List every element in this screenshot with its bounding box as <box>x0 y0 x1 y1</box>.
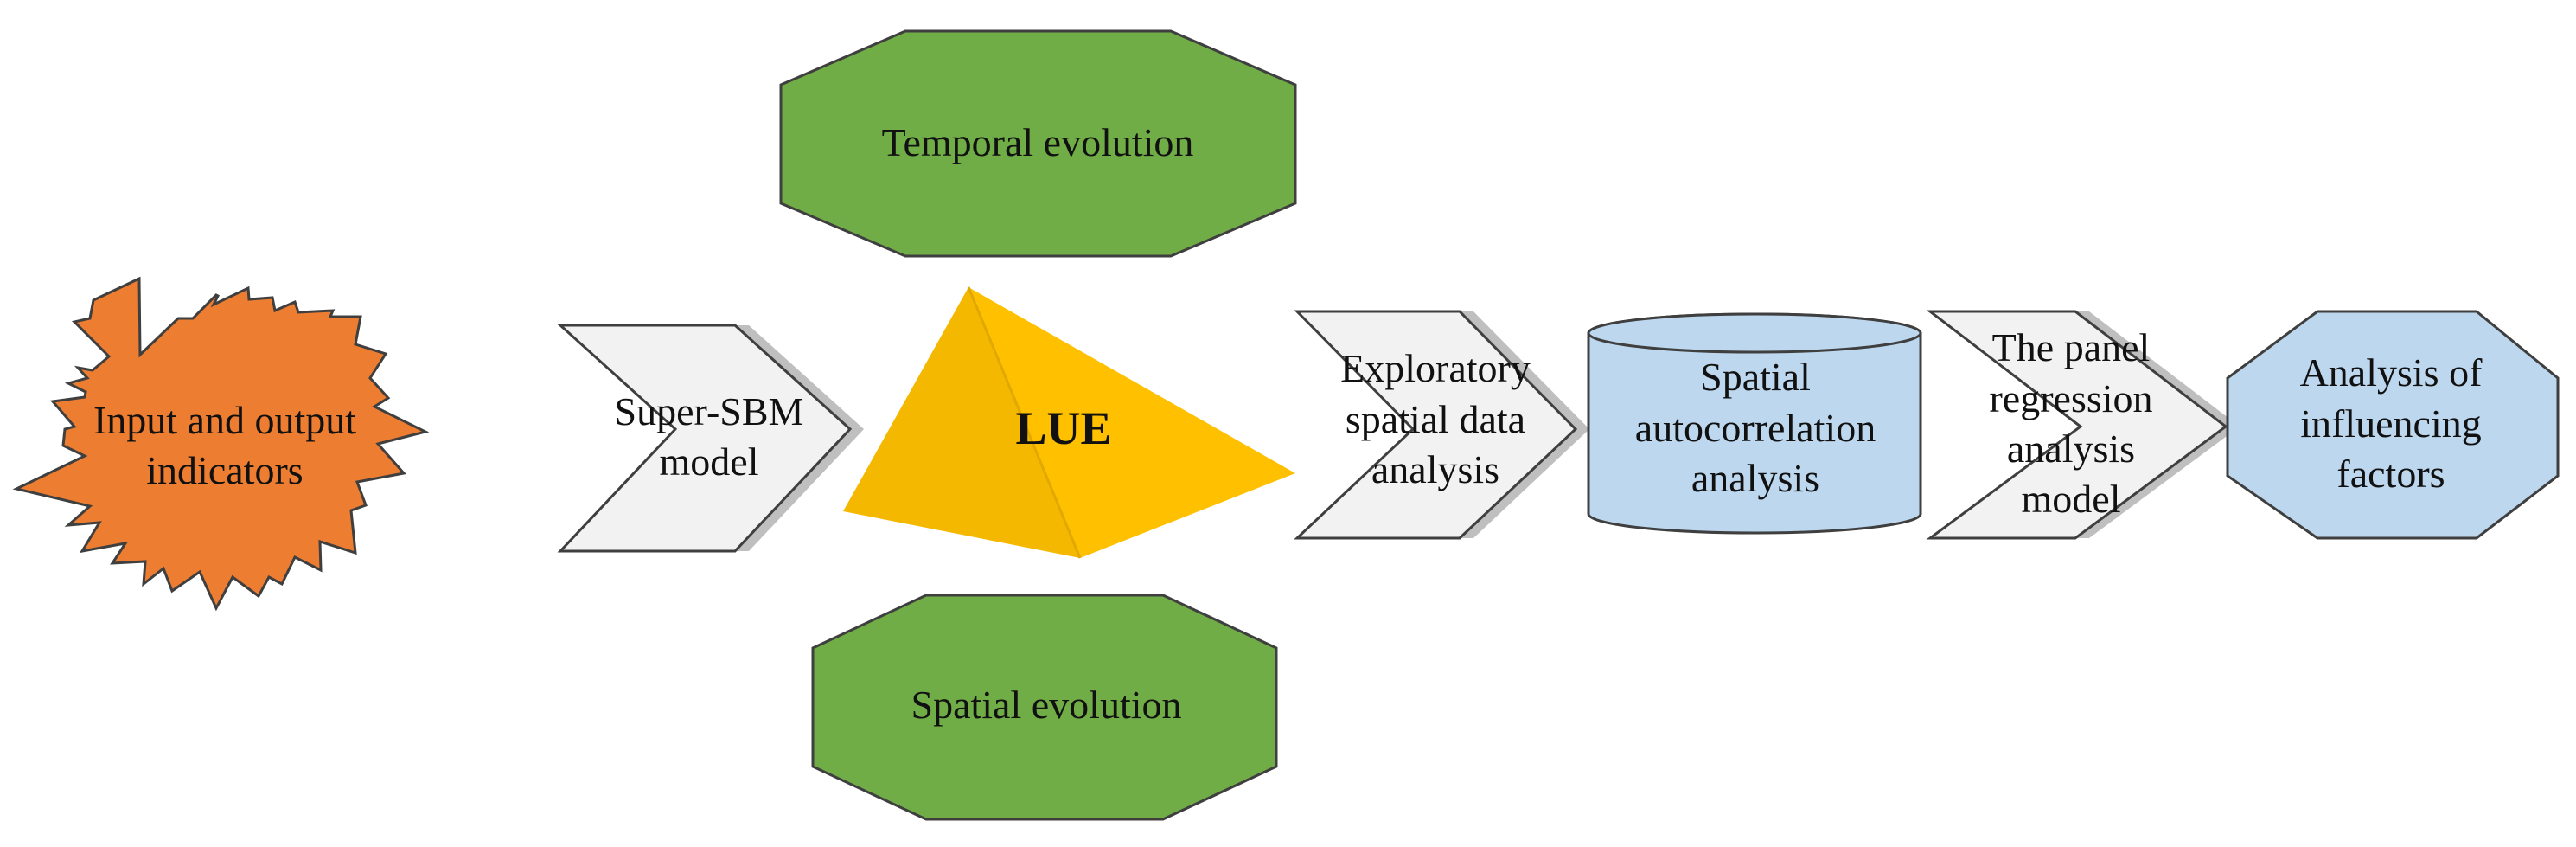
panel-regression-chevron <box>1926 310 2228 540</box>
lue-pyramid-right-face <box>968 287 1295 558</box>
temporal-evolution-octagon <box>779 29 1297 258</box>
spatial-evolution-octagon <box>811 594 1278 821</box>
super-sbm-chevron <box>557 324 853 553</box>
spatial-autocorrelation-cylinder-top <box>1587 312 1922 354</box>
lue-pyramid-left-face <box>843 287 1080 558</box>
input-output-starburst <box>12 276 430 612</box>
esda-chevron <box>1294 310 1578 540</box>
influencing-factors-octagon <box>2226 310 2560 540</box>
lue-pyramid-edge <box>967 286 1082 559</box>
